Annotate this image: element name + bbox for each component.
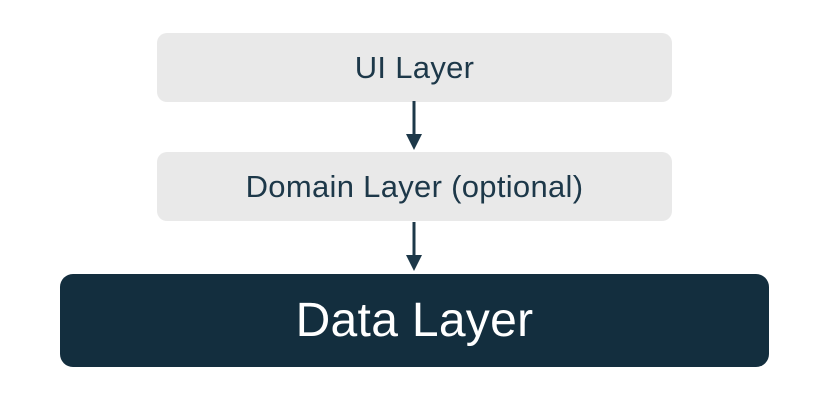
domain-layer-label: Domain Layer (optional) bbox=[245, 168, 584, 204]
ui-layer-label: UI Layer bbox=[354, 49, 475, 85]
ui-layer-box: UI Layer bbox=[157, 33, 672, 102]
arrow-down-icon bbox=[403, 101, 425, 151]
domain-layer-box: Domain Layer (optional) bbox=[157, 152, 672, 221]
data-layer-label: Data Layer bbox=[295, 294, 534, 347]
arrow-down-icon bbox=[403, 222, 425, 272]
data-layer-box: Data Layer bbox=[60, 274, 769, 367]
